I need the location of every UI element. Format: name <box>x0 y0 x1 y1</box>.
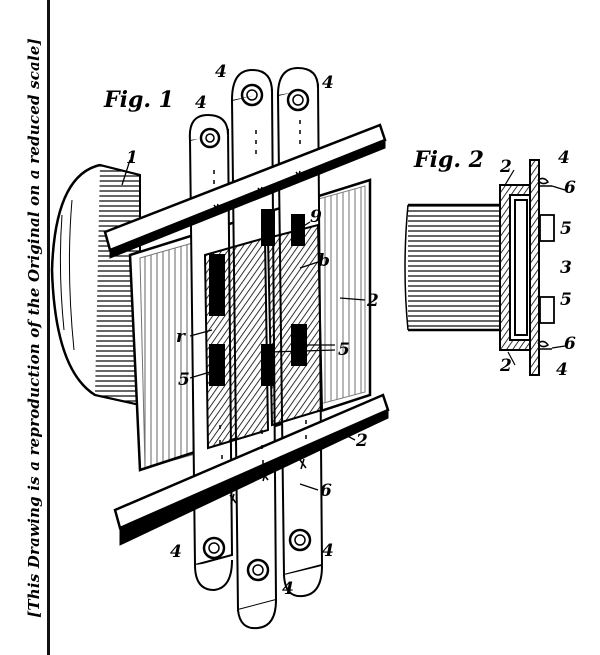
top-crossbar <box>103 123 387 259</box>
strap-dots <box>213 120 308 464</box>
cylinder-body <box>50 163 141 407</box>
fig2-label-5b: 5 <box>560 290 572 310</box>
label-5a: 5 <box>178 370 190 390</box>
labels: Fig. 1 1 4 4 4 4 4 4 9 b 2 r 5 5 2 6 Fig… <box>103 62 576 599</box>
label-4e: 4 <box>322 541 334 561</box>
label-4f: 4 <box>282 579 294 599</box>
fig2-label-4b: 4 <box>556 360 568 380</box>
pins <box>213 170 307 505</box>
leader-lines <box>121 159 366 491</box>
label-2b: 2 <box>355 431 368 451</box>
figure-2 <box>404 159 566 376</box>
label-4a: 4 <box>215 62 227 82</box>
label-b: b <box>318 251 330 271</box>
fig2-label-5a: 5 <box>560 219 572 239</box>
central-plates <box>203 209 324 450</box>
top-eyes <box>188 66 319 149</box>
section-frame <box>499 159 555 376</box>
label-6: 6 <box>320 481 332 501</box>
label-2a: 2 <box>366 291 379 311</box>
fig2-label-2b: 2 <box>499 356 512 376</box>
label-4c: 4 <box>195 93 207 113</box>
label-4d: 4 <box>170 542 182 562</box>
fig2-label-4a: 4 <box>558 148 570 168</box>
label-r: r <box>176 327 186 347</box>
fig2-label-6a: 6 <box>564 178 576 198</box>
section-shaft <box>404 203 500 332</box>
label-5b: 5 <box>338 340 350 360</box>
label-4b: 4 <box>322 73 334 93</box>
margin-rule <box>47 0 50 655</box>
fig2-label-2a: 2 <box>499 157 512 177</box>
fig2-label-6b: 6 <box>564 334 576 354</box>
fig2-leaders <box>504 169 566 366</box>
fig2-label-3: 3 <box>560 258 572 278</box>
fig-2-title: Fig. 2 <box>413 147 484 173</box>
label-9: 9 <box>310 207 322 227</box>
fig-1-title: Fig. 1 <box>103 87 174 113</box>
bottom-crossbar <box>113 393 390 546</box>
bottom-eyes <box>194 528 323 630</box>
label-1: 1 <box>126 148 138 168</box>
figure-1 <box>50 66 390 630</box>
